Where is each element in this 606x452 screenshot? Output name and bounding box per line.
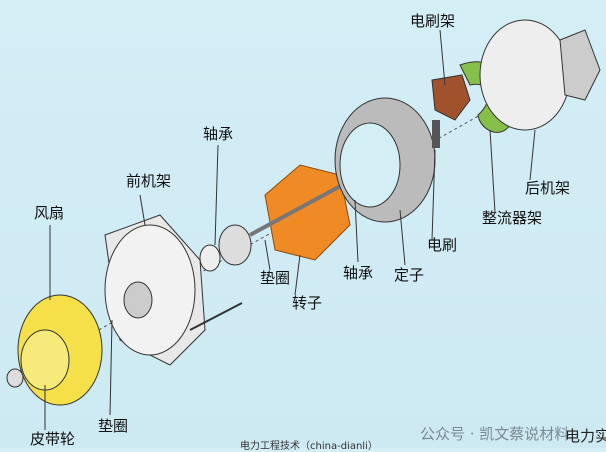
brush-holder-part: [431, 74, 471, 148]
pulley-part: [6, 294, 103, 406]
label-washer-front: 垫圈: [98, 417, 129, 435]
label-rear-frame: 后机架: [525, 179, 571, 197]
front-frame-part: [104, 214, 243, 366]
stator-part: [334, 97, 436, 223]
leader-lines: [44, 29, 536, 430]
label-fan: 风扇: [34, 204, 65, 222]
rear-frame-part: [479, 19, 601, 131]
label-stator: 定子: [394, 266, 425, 284]
label-washer-mid: 垫圈: [260, 269, 291, 287]
label-bearing-rear: 轴承: [343, 264, 374, 282]
label-rotor: 转子: [292, 294, 323, 312]
watermark: 公众号 · 凯文蔡说材料: [420, 425, 570, 443]
caption: 电力工程技术（china-dianli）: [240, 441, 378, 452]
watermark-tail: 电力实: [565, 427, 606, 445]
label-brush: 电刷: [427, 236, 458, 254]
label-front-frame: 前机架: [126, 172, 172, 190]
label-brush-holder: 电刷架: [410, 12, 456, 30]
label-bearing-front: 轴承: [203, 125, 234, 143]
bearing-front-part: [199, 224, 252, 272]
label-rectifier-frame: 整流器架: [482, 209, 543, 227]
label-pulley: 皮带轮: [30, 430, 76, 448]
